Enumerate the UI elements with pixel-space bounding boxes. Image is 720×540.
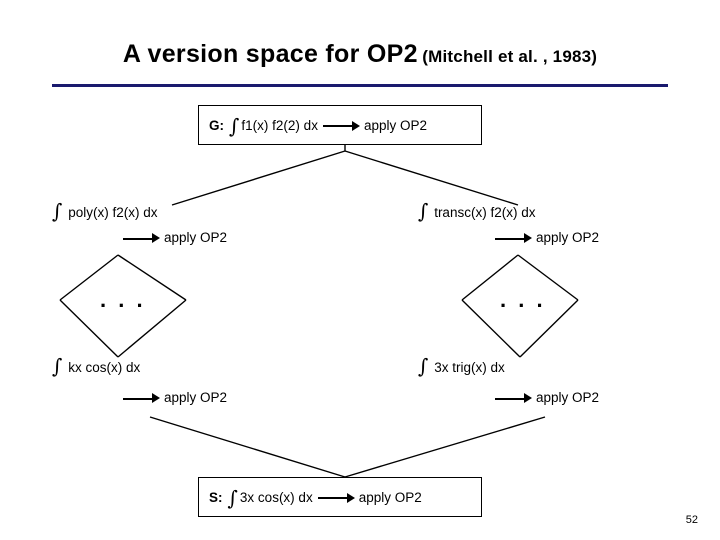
integral-icon: ∫ [418, 354, 429, 378]
node-left-upper-action: apply OP2 [118, 230, 227, 245]
node-right-upper-action-label: apply OP2 [536, 230, 600, 245]
arrow-right-icon [118, 232, 164, 244]
node-s-action: apply OP2 [358, 489, 422, 505]
node-left-lower-action-label: apply OP2 [164, 390, 228, 405]
title-divider [52, 84, 668, 87]
left-ellipsis: . . . [100, 287, 146, 312]
node-left-upper-action-label: apply OP2 [164, 230, 228, 245]
node-right-upper: ∫ transc(x) f2(x) dx [418, 199, 536, 223]
node-g-box: G: ∫ f1(x) f2(2) dx apply OP2 [198, 105, 482, 145]
node-left-upper-expression: poly(x) f2(x) dx [68, 205, 158, 220]
integral-icon: ∫ [227, 486, 238, 510]
integral-icon: ∫ [52, 199, 63, 223]
node-s-box: S: ∫ 3x cos(x) dx apply OP2 [198, 477, 482, 517]
arrow-right-icon [490, 392, 536, 404]
arrow-right-icon [313, 491, 359, 503]
node-s-expression: 3x cos(x) dx [239, 489, 313, 505]
node-right-lower-action-label: apply OP2 [536, 390, 600, 405]
node-left-upper: ∫ poly(x) f2(x) dx [52, 199, 158, 223]
page-number: 52 [685, 514, 698, 526]
integral-icon: ∫ [52, 354, 63, 378]
integral-icon: ∫ [418, 199, 429, 223]
node-left-lower-action: apply OP2 [118, 390, 227, 405]
node-s-label: S: [209, 489, 223, 505]
arrow-right-icon [318, 119, 364, 131]
node-left-lower-expression: kx cos(x) dx [68, 360, 141, 375]
node-right-lower-action: apply OP2 [490, 390, 599, 405]
node-right-upper-action: apply OP2 [490, 230, 599, 245]
right-ellipsis: . . . [500, 287, 546, 312]
node-right-lower-expression: 3x trig(x) dx [434, 360, 505, 375]
page-title-main: A version space for OP2 [122, 40, 418, 68]
node-g-expression: f1(x) f2(2) dx [241, 117, 318, 133]
version-space-diagram: G: ∫ f1(x) f2(2) dx apply OP2 ∫ poly(x) … [0, 95, 720, 517]
arrow-right-icon [118, 392, 164, 404]
node-left-lower: ∫ kx cos(x) dx [52, 354, 141, 378]
node-g-action: apply OP2 [363, 117, 427, 133]
page-title: A version space for OP2 (Mitchell et al.… [0, 40, 720, 69]
integral-icon: ∫ [229, 114, 240, 138]
lattice-connectors [59, 145, 579, 478]
page-title-citation: (Mitchell et al. , 1983) [422, 47, 598, 66]
node-g-label: G: [209, 117, 224, 133]
node-right-upper-expression: transc(x) f2(x) dx [434, 205, 536, 220]
arrow-right-icon [490, 232, 536, 244]
node-right-lower: ∫ 3x trig(x) dx [418, 354, 505, 378]
